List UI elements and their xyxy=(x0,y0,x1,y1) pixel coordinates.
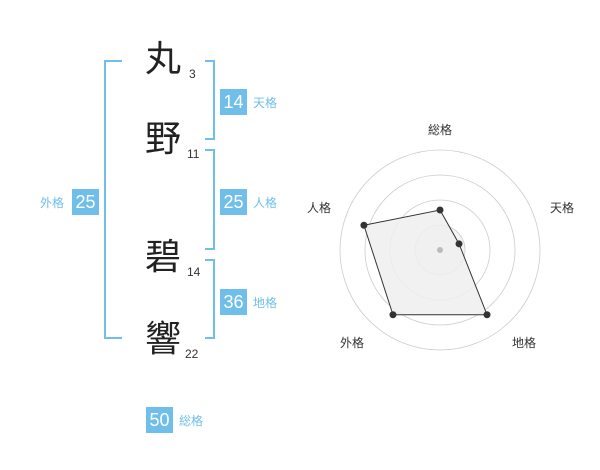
radar-axis-label-soukaku: 総格 xyxy=(428,123,453,137)
gaikaku-label: 外格 xyxy=(40,196,65,210)
radar-point-4 xyxy=(389,311,397,319)
radar-axis-label-tenkaku: 天格 xyxy=(550,201,575,215)
stroke-count-4: 22 xyxy=(185,347,199,361)
radar-ring xyxy=(339,149,541,351)
name-char-4: 響 xyxy=(144,319,181,360)
jinkaku-value: 25 xyxy=(220,189,247,215)
gaikaku-bracket xyxy=(104,60,122,339)
gaikaku-value: 25 xyxy=(72,189,99,215)
chikaku-bracket xyxy=(205,259,215,339)
tenkaku-bracket xyxy=(205,60,215,140)
stroke-count-1: 3 xyxy=(189,67,196,81)
radar-polygon xyxy=(363,209,488,316)
radar-ring xyxy=(364,174,516,326)
stroke-count-2: 11 xyxy=(187,147,200,161)
soukaku-label: 総格 xyxy=(179,414,204,428)
radar-axis-label-jinkaku: 人格 xyxy=(307,201,332,215)
radar-center-dot xyxy=(437,247,443,253)
radar-axis-label-gaikaku: 外格 xyxy=(340,336,365,350)
stroke-count-3: 14 xyxy=(187,265,201,279)
radar-point-5 xyxy=(360,221,368,229)
radar-point-1 xyxy=(436,206,444,214)
name-char-2: 野 xyxy=(144,119,181,160)
tenkaku-label: 天格 xyxy=(253,96,278,110)
soukaku-value: 50 xyxy=(146,407,173,433)
radar-point-2 xyxy=(455,240,463,248)
radar-axis-label-chikaku: 地格 xyxy=(512,336,537,350)
name-char-1: 丸 xyxy=(144,39,181,80)
tenkaku-value: 14 xyxy=(220,89,247,115)
chikaku-value: 36 xyxy=(220,289,247,315)
radar-point-3 xyxy=(483,311,491,319)
chikaku-label: 地格 xyxy=(253,296,278,310)
jinkaku-label: 人格 xyxy=(253,196,278,210)
name-char-3: 碧 xyxy=(144,237,181,278)
jinkaku-bracket xyxy=(205,149,215,250)
